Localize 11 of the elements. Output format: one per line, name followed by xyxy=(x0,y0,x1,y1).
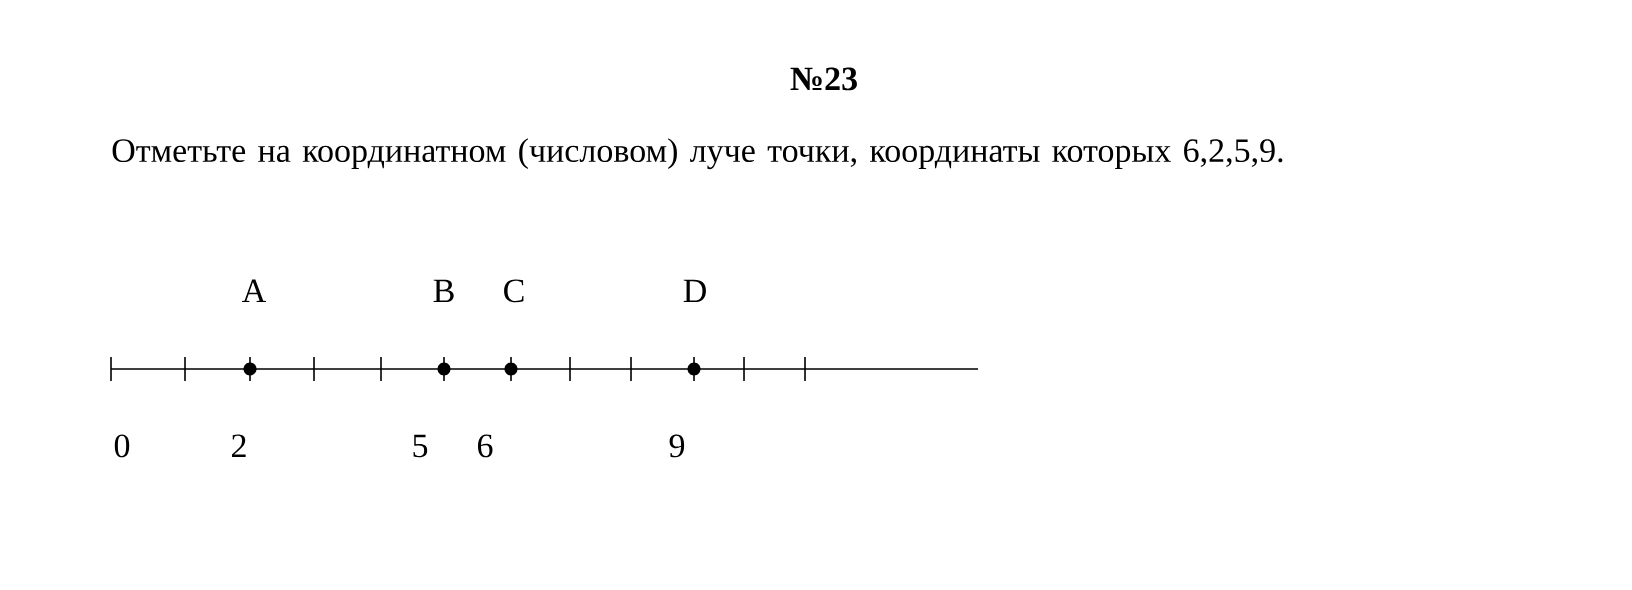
coordinate-label: 2 xyxy=(232,434,246,457)
point-letter: A xyxy=(242,279,267,302)
task-text: Отметьте на координатном (числовом) луче точки, координаты которых 6,2,5,9. xyxy=(112,138,1283,170)
point-letter: B xyxy=(433,279,454,303)
point-letter: C xyxy=(504,279,524,303)
point-letter: D xyxy=(683,279,706,303)
coordinate-label: 6 xyxy=(477,434,493,458)
coordinate-label: 0 xyxy=(114,434,130,458)
exercise-number: №23 xyxy=(790,67,857,91)
coordinate-label: 5 xyxy=(413,434,428,458)
coordinate-label: 9 xyxy=(669,434,685,458)
